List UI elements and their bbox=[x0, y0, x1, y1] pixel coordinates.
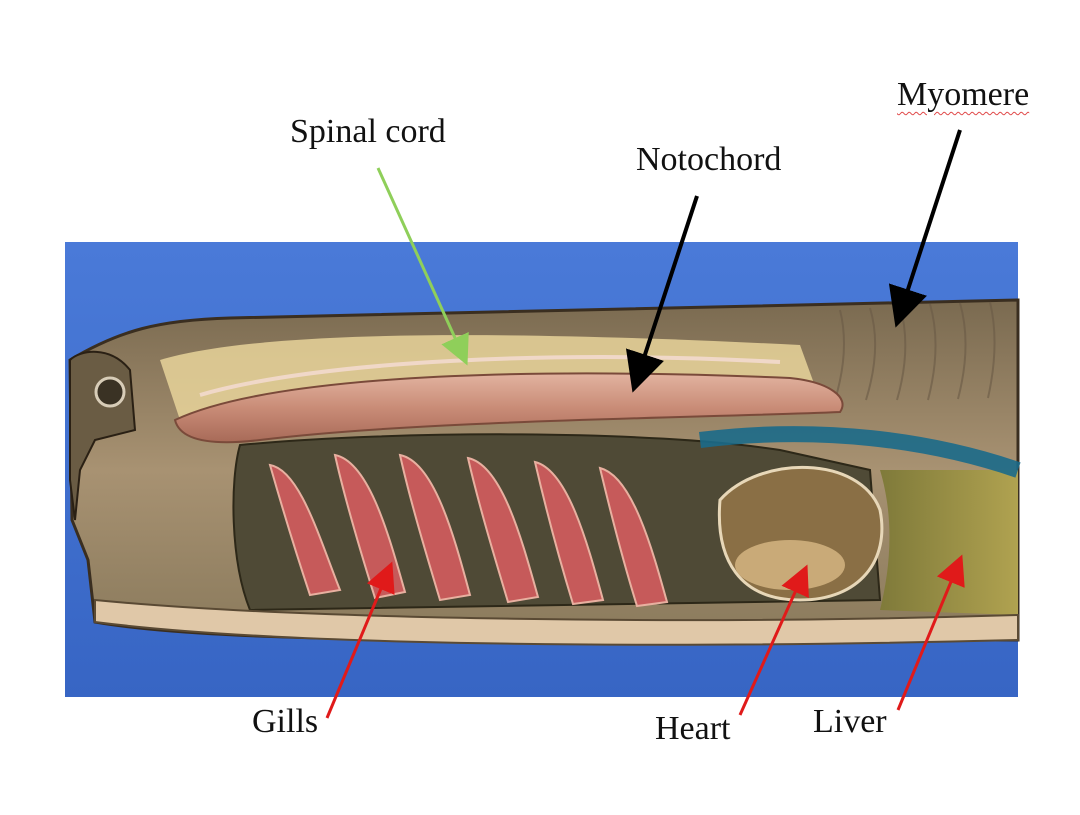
label-myomere: Myomere bbox=[897, 76, 1030, 113]
myomere-bands bbox=[834, 301, 996, 401]
label-spinal-cord: Spinal cord bbox=[290, 113, 446, 150]
arrow-notochord bbox=[625, 195, 699, 393]
notochord bbox=[173, 372, 844, 444]
label-liver: Liver bbox=[813, 703, 887, 740]
label-heart: Heart bbox=[655, 710, 731, 747]
liver bbox=[880, 470, 1018, 615]
arrow-liver bbox=[896, 554, 965, 711]
ventral-wall bbox=[94, 598, 1019, 646]
arrow-gills bbox=[325, 561, 395, 719]
label-gills: Gills bbox=[252, 703, 319, 740]
head-eye bbox=[94, 376, 126, 408]
arrow-heart bbox=[738, 564, 809, 716]
heart-inner bbox=[735, 540, 845, 590]
label-notochord: Notochord bbox=[636, 141, 782, 178]
blood-vessel bbox=[699, 426, 1021, 478]
arrow-myomere bbox=[888, 129, 962, 328]
arrow-spinal-cord bbox=[376, 167, 469, 366]
